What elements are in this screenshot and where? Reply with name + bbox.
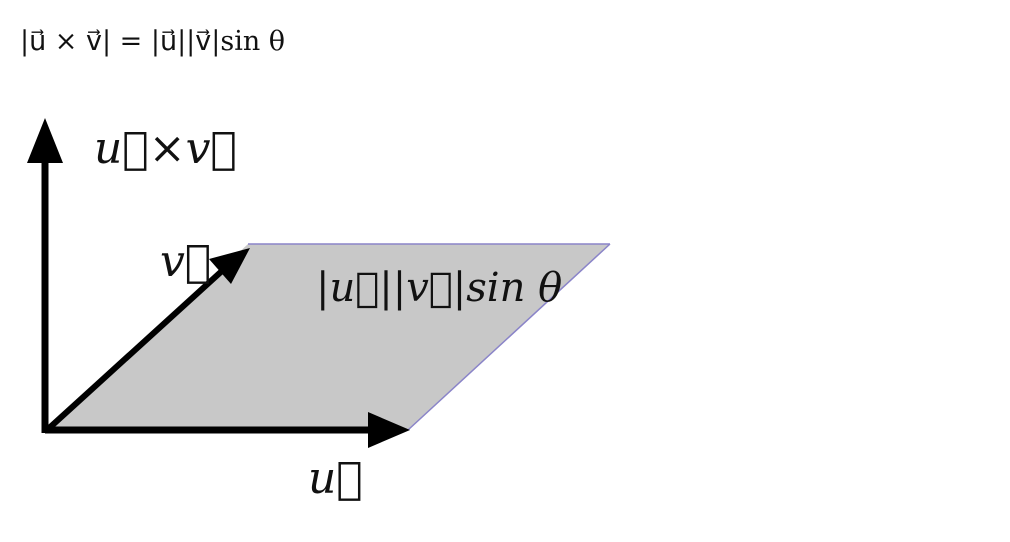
label-cross-product: u⃗×v⃗ [94, 123, 237, 174]
vector-v-shaft [44, 267, 226, 433]
label-vector-u: u⃗ [308, 453, 363, 504]
parallelogram-area [47, 244, 610, 430]
vector-cross-arrowhead [27, 118, 63, 163]
label-area: |u⃗||v⃗|sin θ [316, 265, 562, 311]
parallelogram-right-edge [407, 243, 611, 431]
cross-product-formula: |u⃗ × v⃗| = |u⃗||v⃗|sin θ [20, 26, 286, 57]
vector-u-arrowhead [368, 412, 410, 448]
vector-v-arrowhead [209, 248, 250, 284]
label-vector-v: v⃗ [160, 236, 211, 287]
